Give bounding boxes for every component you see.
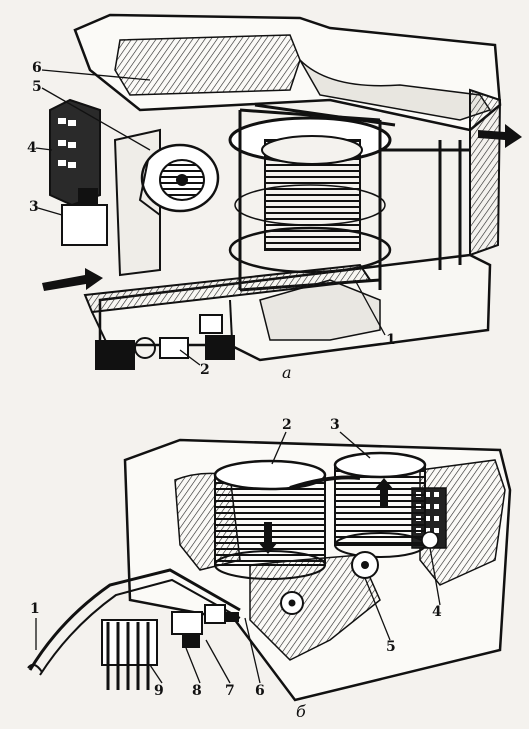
label-b-5: 5 [386,639,396,655]
inlet-arrow-a [42,268,103,291]
spiral-drum-down-b [213,459,327,580]
drive-unit-b [171,604,239,648]
spiral-drum-a [228,116,392,274]
label-b-4: 4 [432,604,442,620]
fan-a [138,143,220,216]
label-b-7: 7 [225,683,235,699]
outlet-arrow-a [478,124,522,148]
infeed-conveyor-b [27,568,241,676]
label-b-6: 6 [255,683,265,699]
label-a-3: 3 [29,199,39,215]
transfer-belt-b [289,475,361,490]
label-a-6: 6 [32,60,42,76]
caption-a: а [282,363,292,382]
control-cabinet-a [49,98,108,246]
label-b-2: 2 [282,417,292,433]
drive-motors-a [95,314,235,370]
label-b-3: 3 [330,417,340,433]
housing-cutout-a [114,34,301,96]
spiral-drum-up-b [333,451,427,558]
label-a-4: 4 [27,140,37,156]
inlet-conveyor-a [83,263,372,351]
label-b-1: 1 [30,601,40,617]
fans-b [280,531,439,615]
figure-b-freezer [27,431,512,702]
label-a-5: 5 [32,79,42,95]
figure-a-freezer [35,13,522,370]
caption-b: б [296,702,306,721]
product-rack-b [101,619,158,690]
label-a-2: 2 [200,362,210,378]
label-a-1: 1 [386,332,396,348]
label-b-8: 8 [192,683,202,699]
label-b-9: 9 [154,683,164,699]
